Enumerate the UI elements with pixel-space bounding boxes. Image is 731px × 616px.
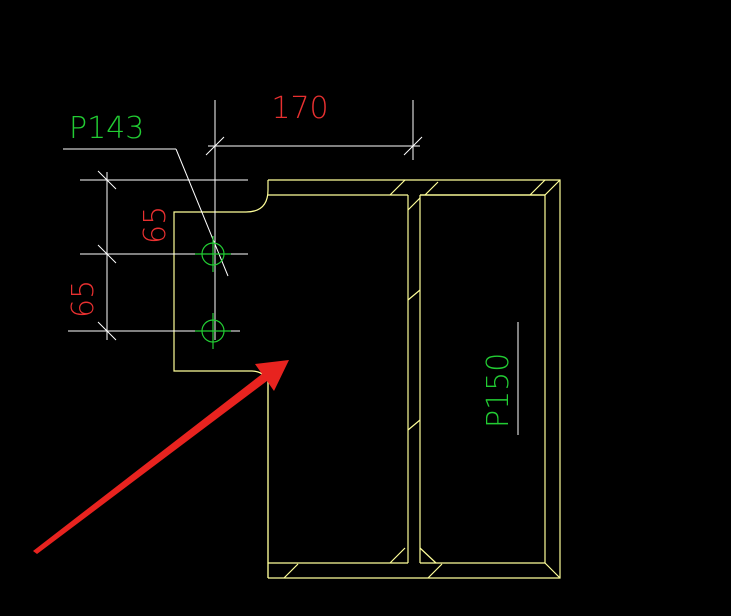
bolt-holes bbox=[195, 236, 231, 349]
dim-170-tick-left bbox=[205, 136, 225, 156]
connection-plate-outline bbox=[173, 180, 269, 578]
dimension-lines bbox=[63, 100, 519, 435]
p143-leader-diagonal bbox=[175, 148, 229, 277]
dim-65-tick-mid bbox=[97, 244, 117, 264]
red-arrow-icon bbox=[33, 360, 289, 554]
weld-ticks bbox=[267, 179, 561, 579]
dim-170-tick-right bbox=[403, 136, 423, 156]
plate-label-p143: P143 bbox=[69, 111, 144, 146]
red-arrow-shape bbox=[33, 360, 289, 554]
dim-label-170: 170 bbox=[271, 91, 328, 126]
plate-label-p150: P150 bbox=[481, 353, 516, 428]
top-flange-outline bbox=[268, 179, 561, 579]
dim-65-tick-bottom bbox=[97, 321, 117, 341]
dim-label-65-upper: 65 bbox=[138, 206, 173, 244]
section-outlines bbox=[173, 179, 561, 579]
bolt-hole-icon bbox=[195, 313, 231, 349]
dim-label-65-lower: 65 bbox=[66, 280, 101, 318]
dim-65-tick-top bbox=[97, 170, 117, 190]
bolt-hole-icon bbox=[195, 236, 231, 272]
